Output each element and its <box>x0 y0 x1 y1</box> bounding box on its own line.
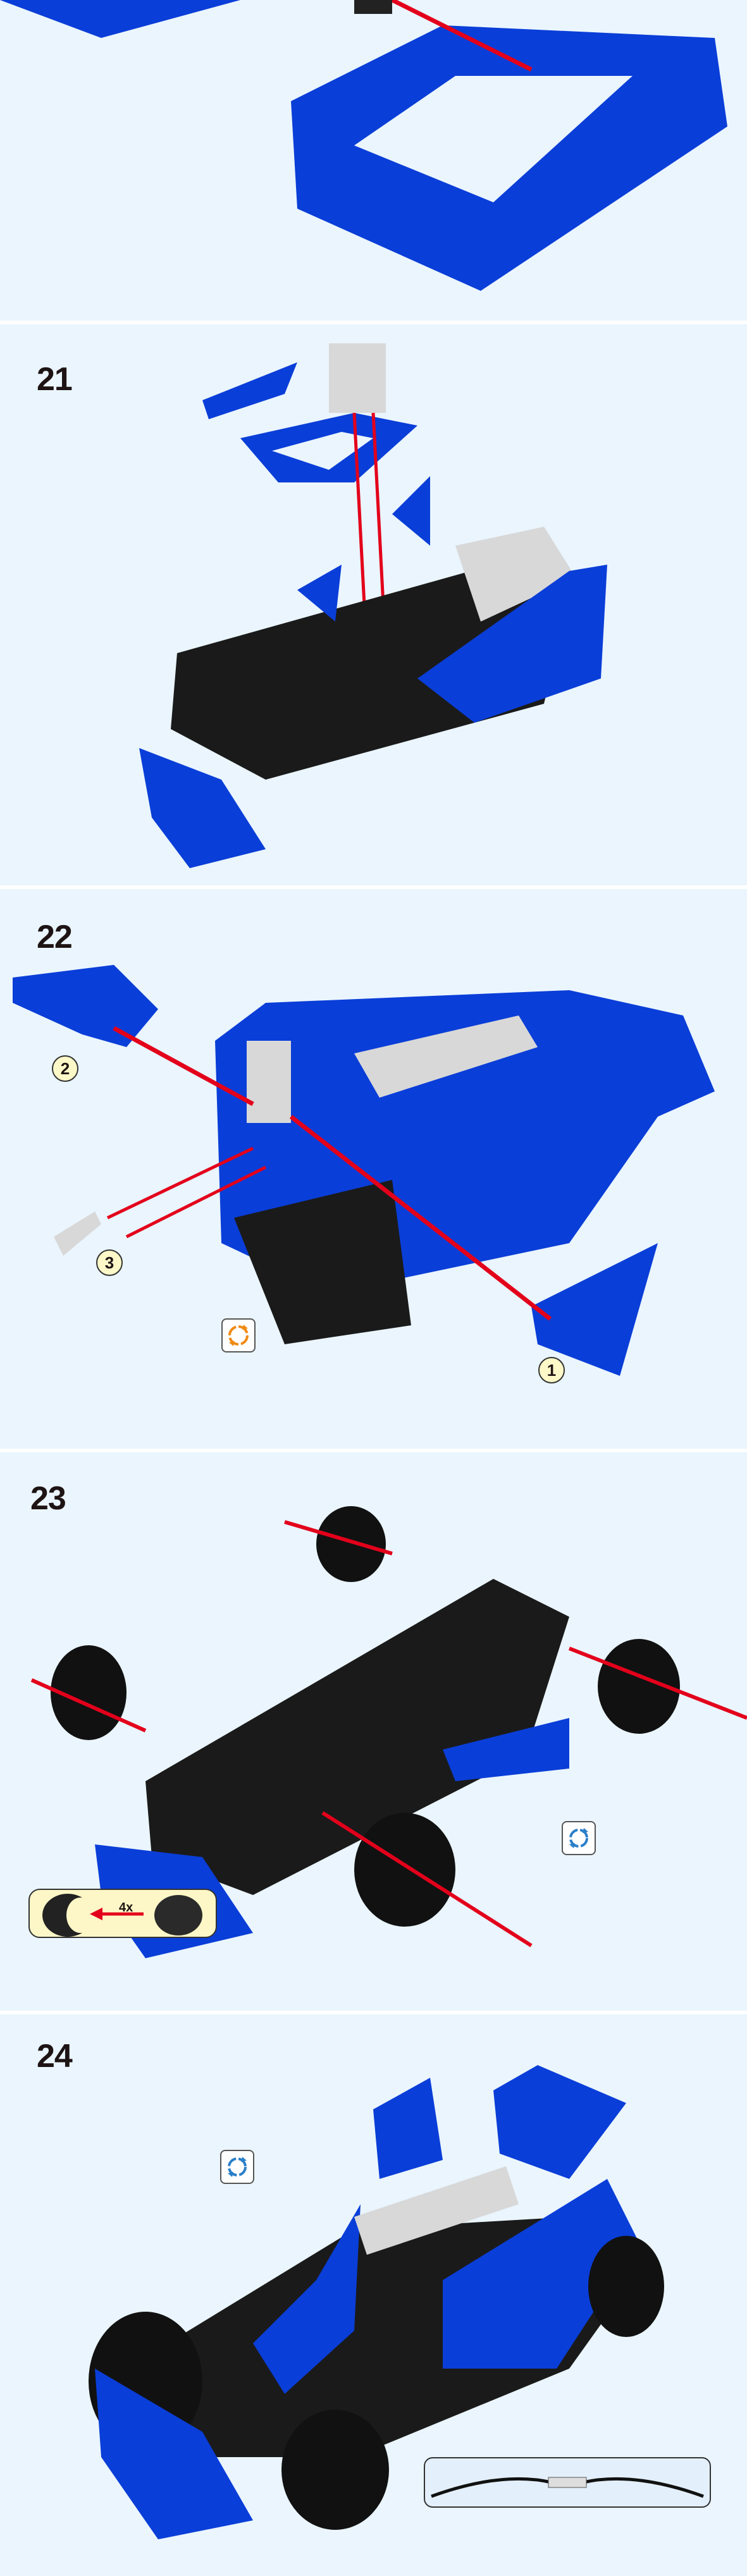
step-22-model-illustration <box>13 965 715 1376</box>
quantity-label: 4x <box>119 1901 133 1915</box>
step-number: 23 <box>30 1480 66 1517</box>
step-divider <box>0 1449 747 1452</box>
subassembly-callout-box <box>28 1889 217 1938</box>
step-20-model-illustration <box>0 0 727 291</box>
cable-routing-callout <box>424 2457 711 2508</box>
callout-badge-2: 2 <box>52 1055 78 1082</box>
step-divider <box>0 2011 747 2015</box>
callout-badge-1: 1 <box>538 1357 565 1383</box>
step-21-model-illustration <box>139 343 607 868</box>
step-number: 24 <box>37 2038 73 2075</box>
step-number: 21 <box>37 361 73 398</box>
step-24-final-model-illustration <box>89 2065 664 2539</box>
step-divider <box>0 321 747 324</box>
callout-badge-3: 3 <box>96 1249 123 1276</box>
rotate-model-icon <box>562 1821 596 1855</box>
step-number: 22 <box>37 919 73 955</box>
step-divider <box>0 885 747 889</box>
rotate-model-icon <box>221 1318 256 1352</box>
rotate-model-icon <box>220 2150 254 2184</box>
